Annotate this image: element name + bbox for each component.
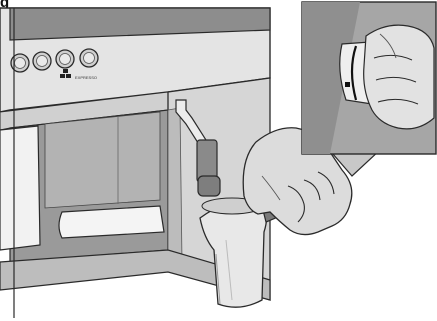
knob-turn-detail-illustration	[302, 2, 436, 154]
drip-tray	[59, 206, 164, 238]
expresso-label: EXPRESSO	[75, 75, 97, 80]
cup-left	[0, 126, 40, 250]
